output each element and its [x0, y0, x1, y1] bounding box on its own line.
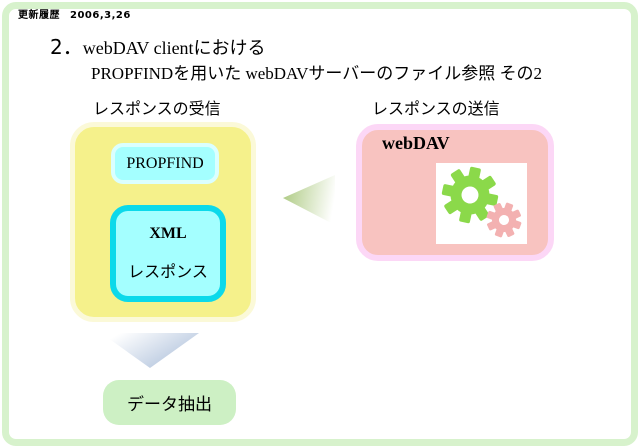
slide-title-line1: 2．webDAV clientにおける — [50, 31, 266, 60]
data-extraction-label: データ抽出 — [127, 395, 212, 415]
client-box-label: レスポンスの受信 — [93, 99, 221, 118]
revision-history: 更新履歴 2006,3,26 — [18, 6, 131, 21]
server-name: webDAV — [382, 133, 450, 153]
propfind-label: PROPFIND — [126, 154, 204, 172]
data-extraction-box: データ抽出 — [103, 380, 236, 425]
slide-title-line1-text: webDAV clientにおける — [82, 38, 266, 58]
arrow-down-icon — [101, 333, 199, 368]
arrow-left-icon — [283, 175, 335, 225]
xml-subtitle: レスポンス — [128, 261, 208, 281]
revision-date: 2006,3,26 — [70, 10, 131, 21]
slide-title-line2: PROPFINDを用いた webDAVサーバーのファイル参照 その2 — [91, 64, 542, 83]
server-box-label: レスポンスの送信 — [372, 99, 500, 118]
revision-label: 更新履歴 — [18, 10, 60, 21]
slide-title-number: 2． — [50, 35, 83, 59]
propfind-box: PROPFIND — [111, 143, 219, 184]
xml-title: XML — [149, 225, 187, 243]
server-process-panel — [436, 163, 527, 244]
gears-icon — [441, 166, 522, 238]
xml-response-box: XML レスポンス — [110, 205, 226, 302]
